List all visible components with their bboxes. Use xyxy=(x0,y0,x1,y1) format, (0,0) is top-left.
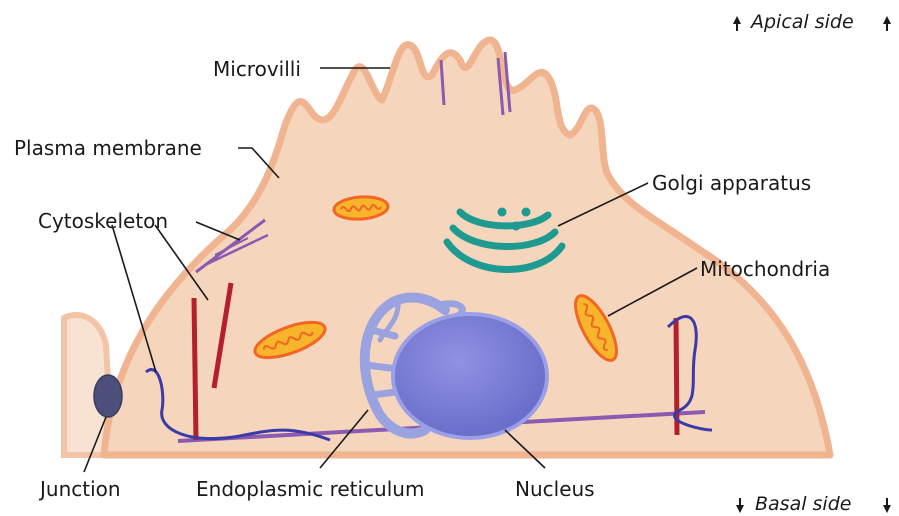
arrow-up-icon xyxy=(733,16,741,31)
nucleus-shape xyxy=(393,314,547,438)
label-cytoskeleton: Cytoskeleton xyxy=(38,209,168,233)
label-basal-side: Basal side xyxy=(755,493,851,515)
golgi-vesicle xyxy=(512,222,521,231)
junction-shape xyxy=(94,375,122,417)
label-apical-side: Apical side xyxy=(749,11,854,33)
microtubule xyxy=(194,298,196,440)
label-mitochondria: Mitochondria xyxy=(700,257,830,281)
arrow-down-icon xyxy=(736,498,744,513)
label-junction: Junction xyxy=(38,477,121,501)
golgi-vesicle xyxy=(498,208,507,217)
label-nucleus: Nucleus xyxy=(515,477,595,501)
arrow-up-icon xyxy=(883,16,891,31)
label-endoplasmic-reticulum: Endoplasmic reticulum xyxy=(196,477,424,501)
basal-marker: Basal side xyxy=(736,493,891,515)
label-plasma-membrane: Plasma membrane xyxy=(14,136,202,160)
label-microvilli: Microvilli xyxy=(213,57,301,81)
apical-marker: Apical side xyxy=(733,11,891,33)
arrow-down-icon xyxy=(883,498,891,513)
label-golgi-apparatus: Golgi apparatus xyxy=(652,171,811,195)
golgi-vesicle xyxy=(522,208,531,217)
